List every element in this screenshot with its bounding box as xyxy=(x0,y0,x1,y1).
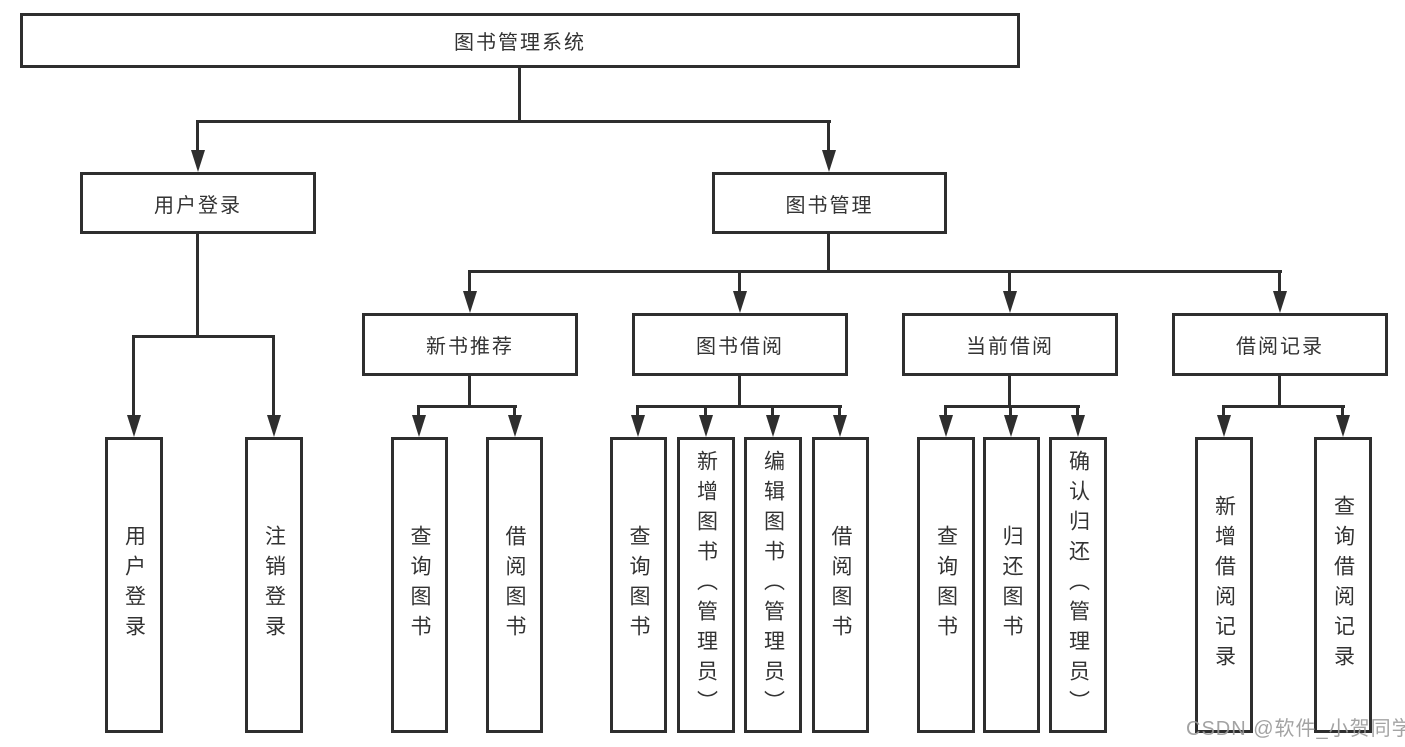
arrowhead-down xyxy=(833,415,847,437)
arrowhead-down xyxy=(412,415,426,437)
connector-line xyxy=(945,405,1080,408)
node-label: 查询图书 xyxy=(408,525,432,645)
arrowhead-down xyxy=(1071,415,1085,437)
node-borrow-record: 借阅记录 xyxy=(1172,313,1388,376)
connector-line xyxy=(1009,405,1012,419)
node-label: 新增图书（管理员） xyxy=(694,450,718,720)
connector-line xyxy=(518,68,521,122)
arrowhead-down xyxy=(1336,415,1350,437)
node-leaf-query-book-current: 查询图书 xyxy=(917,437,975,733)
node-label: 借阅图书 xyxy=(829,525,853,645)
node-label: 确认归还（管理员） xyxy=(1066,450,1090,720)
arrowhead-down xyxy=(267,415,281,437)
node-label: 编辑图书（管理员） xyxy=(761,450,785,720)
arrowhead-down xyxy=(631,415,645,437)
node-label: 当前借阅 xyxy=(966,336,1054,358)
connector-line xyxy=(469,270,1282,273)
node-label: 归还图书 xyxy=(1000,525,1024,645)
node-new-book-recommend: 新书推荐 xyxy=(362,313,578,376)
connector-line xyxy=(197,120,831,123)
node-label: 图书管理 xyxy=(785,194,874,217)
arrowhead-down xyxy=(1273,291,1287,313)
connector-line xyxy=(272,335,275,419)
node-label: 图书借阅 xyxy=(696,336,784,358)
node-label: 用户登录 xyxy=(154,194,242,217)
arrowhead-down xyxy=(733,291,747,313)
connector-line xyxy=(827,120,830,154)
node-leaf-add-borrow-record: 新增借阅记录 xyxy=(1195,437,1253,733)
node-label: 借阅记录 xyxy=(1236,336,1324,358)
connector-line xyxy=(738,270,741,294)
connector-line xyxy=(418,405,517,408)
connector-line xyxy=(417,405,420,419)
arrowhead-down xyxy=(1004,415,1018,437)
node-label: 用户登录 xyxy=(122,525,146,645)
arrowhead-down xyxy=(463,291,477,313)
connector-line xyxy=(704,405,707,419)
connector-line xyxy=(196,120,199,154)
node-leaf-borrow-book-recommend: 借阅图书 xyxy=(486,437,543,733)
node-book-borrow: 图书借阅 xyxy=(632,313,848,376)
arrowhead-down xyxy=(127,415,141,437)
arrowhead-down xyxy=(508,415,522,437)
connector-line xyxy=(1223,405,1345,408)
arrowhead-down xyxy=(191,150,205,172)
connector-line xyxy=(196,234,199,336)
connector-line xyxy=(513,405,516,419)
node-book-management: 图书管理 xyxy=(712,172,947,234)
connector-line xyxy=(1341,405,1344,419)
node-label: 查询图书 xyxy=(627,525,651,645)
connector-line xyxy=(771,405,774,419)
connector-line xyxy=(738,376,741,407)
connector-line xyxy=(1076,405,1079,419)
connector-line xyxy=(637,405,842,408)
node-leaf-logout: 注销登录 xyxy=(245,437,303,733)
node-label: 新增借阅记录 xyxy=(1212,495,1236,675)
connector-line xyxy=(468,270,471,294)
arrowhead-down xyxy=(939,415,953,437)
arrowhead-down xyxy=(766,415,780,437)
node-label: 注销登录 xyxy=(262,525,286,645)
arrowhead-down xyxy=(1217,415,1231,437)
arrowhead-down xyxy=(1003,291,1017,313)
node-label: 查询图书 xyxy=(934,525,958,645)
arrowhead-down xyxy=(699,415,713,437)
node-leaf-confirm-return-admin: 确认归还（管理员） xyxy=(1049,437,1107,733)
connector-line xyxy=(1008,270,1011,294)
node-label: 新书推荐 xyxy=(426,336,514,358)
node-leaf-query-book-borrow: 查询图书 xyxy=(610,437,667,733)
node-label: 查询借阅记录 xyxy=(1331,495,1355,675)
connector-line xyxy=(944,405,947,419)
node-leaf-user-login: 用户登录 xyxy=(105,437,163,733)
node-leaf-query-borrow-record: 查询借阅记录 xyxy=(1314,437,1372,733)
connector-line xyxy=(838,405,841,419)
node-leaf-borrow-book: 借阅图书 xyxy=(812,437,869,733)
node-leaf-return-book: 归还图书 xyxy=(983,437,1040,733)
node-label: 借阅图书 xyxy=(503,525,527,645)
node-leaf-edit-book-admin: 编辑图书（管理员） xyxy=(744,437,802,733)
node-user-login: 用户登录 xyxy=(80,172,316,234)
node-leaf-add-book-admin: 新增图书（管理员） xyxy=(677,437,735,733)
connector-line xyxy=(468,376,471,407)
watermark: CSDN @软件_小贺同学 xyxy=(1186,718,1405,740)
arrowhead-down xyxy=(822,150,836,172)
node-root: 图书管理系统 xyxy=(20,13,1020,68)
node-leaf-query-book-recommend: 查询图书 xyxy=(391,437,448,733)
connector-line xyxy=(133,335,275,338)
node-current-borrow: 当前借阅 xyxy=(902,313,1118,376)
connector-line xyxy=(1222,405,1225,419)
connector-line xyxy=(1278,376,1281,407)
connector-line xyxy=(636,405,639,419)
node-label: 图书管理系统 xyxy=(454,32,586,54)
connector-line xyxy=(1008,376,1011,407)
connector-line xyxy=(1278,270,1281,294)
connector-line xyxy=(827,234,830,271)
connector-line xyxy=(132,335,135,419)
